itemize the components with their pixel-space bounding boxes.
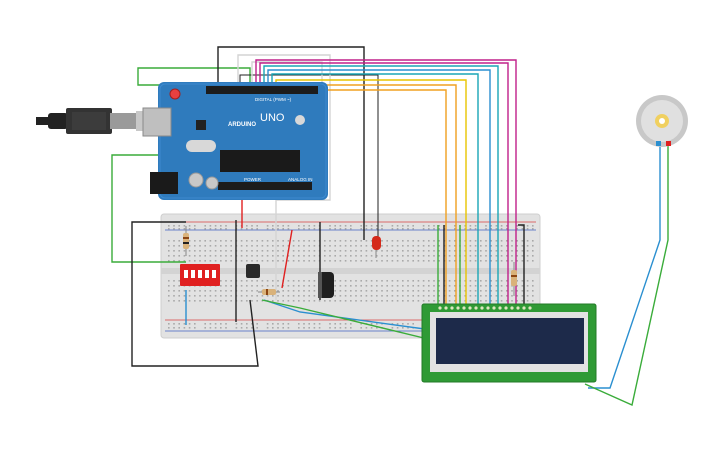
breadboard[interactable] — [160, 213, 541, 339]
capacitor[interactable] — [318, 272, 334, 298]
transistor[interactable] — [246, 264, 260, 278]
usb-cable-icon — [36, 108, 164, 134]
arduino-power-label: POWER — [244, 177, 262, 182]
resistor-left[interactable] — [183, 226, 189, 256]
resistor-center[interactable] — [258, 289, 280, 295]
arduino-model-label: UNO — [260, 112, 285, 124]
arduino-brand-label: ARDUINO — [228, 122, 256, 128]
arduino-digital-label: DIGITAL (PWM ~) — [255, 97, 292, 102]
arduino-uno-board[interactable]: ARDUINO UNO DIGITAL (PWM ~) POWER ANALOG… — [142, 82, 328, 200]
lcd-display[interactable] — [421, 303, 597, 383]
dip-switch[interactable] — [180, 264, 220, 286]
wires — [111, 46, 669, 406]
arduino-analog-label: ANALOG IN — [288, 177, 313, 182]
led-red[interactable] — [372, 236, 381, 258]
dc-motor-icon[interactable] — [636, 95, 688, 147]
resistor-right[interactable] — [511, 262, 517, 296]
lcd-pins — [438, 306, 532, 310]
breadboard-holes — [168, 225, 534, 329]
